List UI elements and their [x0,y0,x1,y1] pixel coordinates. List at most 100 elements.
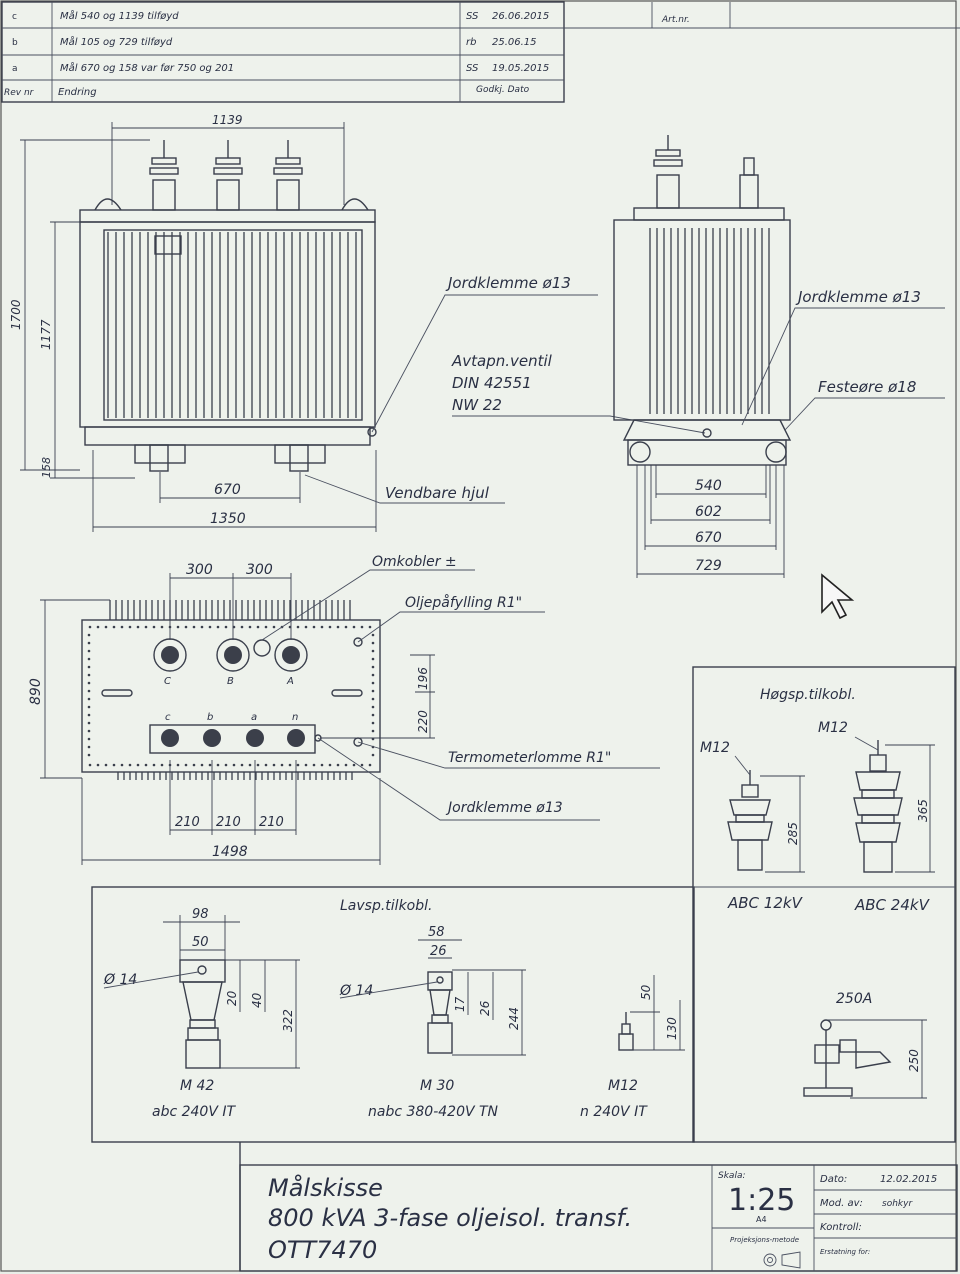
lv-bushing-a [246,729,264,747]
lv-label-n: n [292,712,298,723]
front-wheel-right [274,444,326,472]
side-hv-bushing [653,135,683,209]
top-radiator-fins [109,600,353,780]
rev-a-sign: SS [466,63,479,74]
oil-fill-label: Oljepåfylling R1" [405,594,522,611]
dim-670-side: 670 [695,530,722,546]
valve-label-line1: Avtapn.ventil [451,352,553,370]
m30-h1: 17 [453,996,467,1012]
rev-b-desc: Mål 105 og 729 tilføyd [60,35,173,48]
m30-w1: 58 [428,925,445,940]
hv-right-thread: M12 [818,720,848,736]
m42-w2: 50 [192,935,209,950]
dim-210-b: 210 [216,815,241,830]
rev-a-code: a [12,64,18,74]
lv-bushing-c [161,729,179,747]
cover-bolt-dots [87,625,375,767]
mouse-cursor-icon [821,573,855,620]
hv-label-b: B [227,676,234,687]
rev-c-code: c [12,12,17,22]
projection-label: Projeksjons-metode [730,1236,799,1244]
top-earth-clamp-label: Jordklemme ø13 [445,800,563,816]
m12-h2: 130 [665,1017,679,1040]
dim-729: 729 [695,558,722,574]
dim-210-c: 210 [259,815,284,830]
lv-label-c: c [165,712,171,723]
m12-terminal [618,1012,634,1051]
mod-label: Mod. av: [820,1198,863,1209]
top-view: C B A c b a n 300 300 890 196 [28,554,660,865]
oil-fill-icon [353,637,363,647]
mod-value: sohkyr [882,1199,913,1209]
m30-h2: 26 [478,1000,492,1016]
drain-valve-icon [702,428,712,438]
m42-h2: 40 [250,992,264,1008]
valve-label-line2: DIN 42551 [452,374,532,392]
rev-b-sign: rb [466,37,476,48]
rev-c-desc: Mål 540 og 1139 tilføyd [60,9,179,22]
paper-size: A4 [756,1215,767,1224]
front-earth-clamp-icon [367,427,377,437]
rev-header-rev: Rev nr [4,88,35,98]
side-view: 540 602 670 729 Jordklemme ø13 Festeøre … [613,135,945,578]
dim-300-a: 300 [186,562,213,578]
switch-250a-icon [803,1019,892,1097]
dim-220: 220 [416,710,430,733]
lv-connection-title: Lavsp.tilkobl. [340,898,432,914]
m30-name: M 30 [420,1078,454,1094]
hv-right-height: 365 [916,799,930,822]
thermometer-label: Termometerlomme R1" [448,750,611,766]
hv-left-height: 285 [786,822,800,845]
dim-1139: 1139 [212,113,243,127]
hv-connection-panel: Høgsp.tilkobl. M12 285 ABC 12kV M1 [692,666,956,1143]
scale-label: Skala: [718,1171,746,1181]
replaces-label: Erstatning for: [820,1248,870,1256]
side-earth-clamp-label: Jordklemme ø13 [795,288,921,306]
m30-w2: 26 [430,944,447,959]
hv-connection-title: Høgsp.tilkobl. [760,687,856,703]
rev-header-desc: Endring [58,87,97,98]
dim-890: 890 [28,678,44,705]
rev-c-date: 26.06.2015 [492,11,549,22]
dim-670-front: 670 [214,482,241,498]
front-radiator-fins [103,229,363,421]
side-wheel-left [629,441,651,463]
rev-b-code: b [12,38,18,48]
scale-value: 1:25 [728,1183,795,1218]
front-earth-clamp-label: Jordklemme ø13 [445,274,571,292]
dim-210-a: 210 [175,815,200,830]
hv-right-label: ABC 24kV [854,896,931,914]
abc-24kv-bushing [853,740,903,873]
m12-label: n 240V IT [580,1104,648,1120]
revision-table: c Mål 540 og 1139 tilføyd SS 26.06.2015 … [1,1,960,103]
side-lv-bushing [739,157,759,209]
dim-1498: 1498 [212,844,248,860]
front-wheel-left [134,444,186,472]
rev-a-date: 19.05.2015 [492,63,549,74]
lv-label-a: a [251,712,257,723]
title-line1: Målskisse [268,1173,383,1202]
title-line3: OTT7470 [268,1236,377,1264]
dim-540: 540 [695,478,722,494]
lv-connection-panel: Lavsp.tilkobl. 98 50 Ø 14 20 40 322 M 42… [91,886,955,1143]
m42-h3: 322 [281,1009,295,1032]
hv-left-label: ABC 12kV [727,894,804,912]
lv-bushing-n [287,729,305,747]
m30-label: nabc 380-420V TN [368,1104,499,1120]
date-label: Dato: [820,1174,847,1185]
date-value: 12.02.2015 [880,1174,937,1185]
front-view: 1139 1700 1177 158 670 1350 Jordklemme ø… [9,113,706,532]
rev-a-desc: Mål 670 og 158 var før 750 og 201 [60,61,234,74]
art-label: Art.nr. [661,15,690,25]
m12-name: M12 [608,1078,638,1094]
title-line2: 800 kVA 3-fase oljeisol. transf. [268,1204,632,1232]
title-block: Målskisse 800 kVA 3-fase oljeisol. trans… [239,1142,958,1272]
hv-label-c: C [164,676,171,687]
dim-1700: 1700 [9,299,23,330]
rev-b-date: 25.06.15 [492,37,537,48]
side-radiator-fins [649,228,770,414]
m30-terminal [427,971,453,1054]
hv-left-thread: M12 [700,740,730,756]
